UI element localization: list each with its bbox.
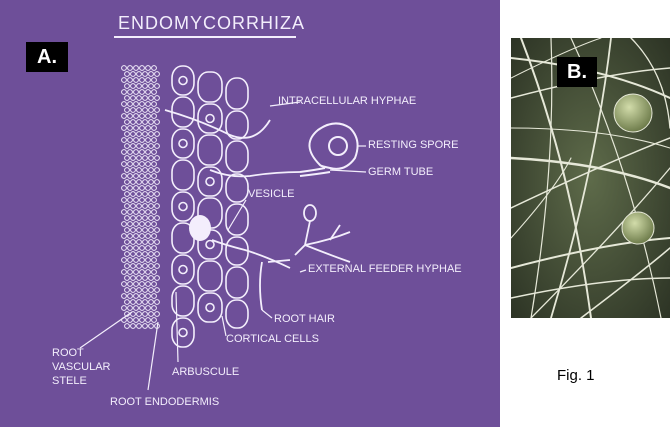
label-cortical-cells: CORTICAL CELLS <box>226 333 319 345</box>
vesicle-shape <box>189 215 211 241</box>
diagram-panel-a: ENDOMYCORRHIZA <box>0 0 500 427</box>
label-root-vascular-stele-1: ROOT <box>52 347 84 359</box>
label-external-feeder-hyphae: EXTERNAL FEEDER HYPHAE <box>308 263 462 275</box>
spore-lower <box>622 212 654 244</box>
label-resting-spore: RESTING SPORE <box>368 139 458 151</box>
label-root-vascular-stele-2: VASCULAR <box>52 361 111 373</box>
label-arbuscule: ARBUSCULE <box>172 366 239 378</box>
label-germ-tube: GERM TUBE <box>368 166 433 178</box>
label-vesicle: VESICLE <box>248 188 294 200</box>
label-intracellular-hyphae: INTRACELLULAR HYPHAE <box>278 95 416 107</box>
label-root-endodermis: ROOT ENDODERMIS <box>110 396 219 408</box>
panel-a-label: A. <box>26 42 68 72</box>
panel-b-label: B. <box>557 57 597 87</box>
figure-caption: Fig. 1 <box>557 367 595 384</box>
spore-upper <box>614 94 652 132</box>
label-root-hair: ROOT HAIR <box>274 313 335 325</box>
diagram-title: ENDOMYCORRHIZA <box>118 13 305 33</box>
label-root-vascular-stele-3: STELE <box>52 375 87 387</box>
